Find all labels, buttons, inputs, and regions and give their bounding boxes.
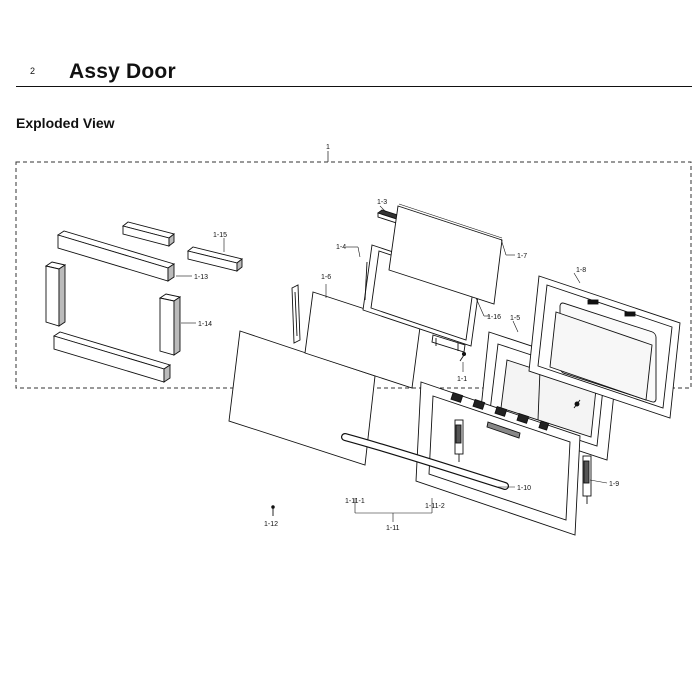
pin-part bbox=[271, 505, 275, 516]
pad-right-vertical bbox=[158, 293, 182, 356]
part-label-1-12: 1-12 bbox=[264, 521, 278, 528]
part-label-1-6: 1-6 bbox=[321, 274, 331, 281]
part-label-1-11-2: 1-11-2 bbox=[425, 503, 445, 510]
part-label-1-5: 1-5 bbox=[510, 315, 520, 322]
pad-right-small bbox=[187, 246, 243, 272]
assembly-label: 1 bbox=[326, 144, 330, 151]
part-label-1-15: 1-15 bbox=[213, 232, 227, 239]
part-label-1-9: 1-9 bbox=[609, 481, 619, 488]
leader-lines bbox=[176, 203, 608, 522]
part-label-1-13: 1-13 bbox=[194, 274, 208, 281]
part-label-1-4: 1-4 bbox=[336, 244, 346, 251]
part-label-1-8: 1-8 bbox=[576, 267, 586, 274]
part-label-1-10: 1-10 bbox=[517, 485, 531, 492]
assembly-boundary bbox=[15, 161, 692, 389]
title-rule bbox=[16, 86, 692, 87]
pad-bottom-long bbox=[52, 331, 172, 383]
part-label-1-16: 1-16 bbox=[487, 314, 501, 321]
part-label-1-11: 1-11 bbox=[386, 525, 400, 532]
side-trim-strip bbox=[291, 284, 301, 344]
inner-door-liner bbox=[528, 275, 681, 419]
part-label-1-1: 1-1 bbox=[457, 376, 467, 383]
pad-top-long bbox=[56, 230, 176, 282]
page-number: 2 bbox=[30, 66, 36, 76]
pad-top-small bbox=[122, 221, 175, 247]
right-hinge bbox=[582, 455, 592, 504]
part-label-1-11-1: 1-11-1 bbox=[345, 498, 365, 505]
section-title: Exploded View bbox=[16, 115, 115, 131]
part-label-1-7: 1-7 bbox=[517, 253, 527, 260]
page-title: Assy Door bbox=[69, 60, 176, 83]
screw-part bbox=[459, 351, 467, 362]
pad-left-vertical bbox=[44, 261, 67, 327]
part-label-1-14: 1-14 bbox=[198, 321, 212, 328]
door-handle bbox=[341, 433, 509, 490]
left-hinge bbox=[454, 419, 464, 462]
glass-panel bbox=[388, 205, 503, 305]
part-label-1-3: 1-3 bbox=[377, 199, 387, 206]
